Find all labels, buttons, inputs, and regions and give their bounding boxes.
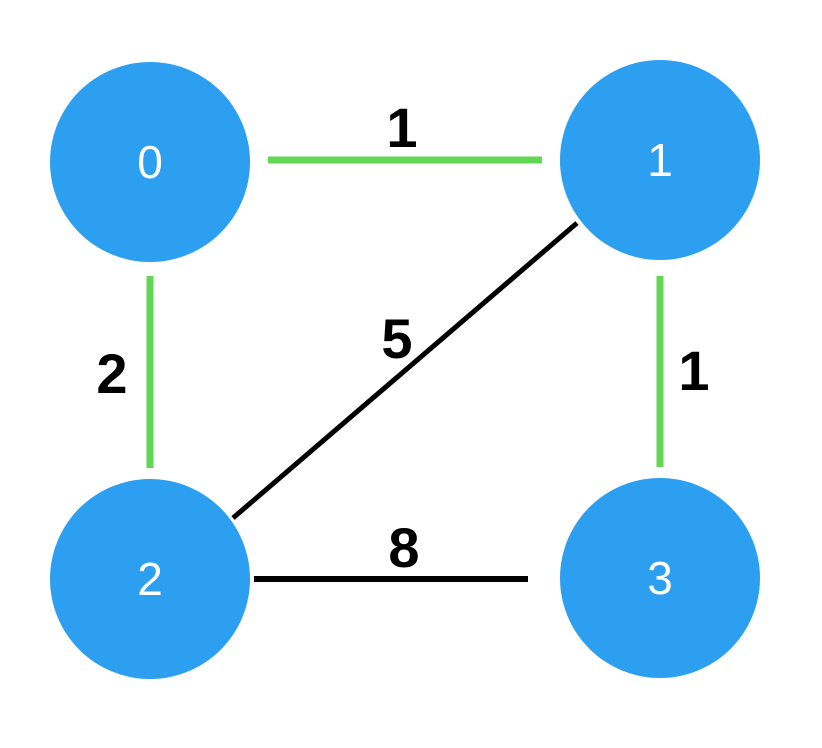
graph-node-label-1: 1	[647, 134, 673, 186]
edge-weight-0-2: 2	[96, 342, 127, 405]
graph-node-label-0: 0	[137, 136, 163, 188]
edge-1-2	[231, 221, 579, 520]
graph-node-label-3: 3	[647, 552, 673, 604]
edge-weight-1-2: 5	[381, 307, 412, 370]
graph-node-label-2: 2	[137, 553, 163, 605]
edge-weight-1-3: 1	[678, 339, 709, 402]
graph-node-0	[50, 62, 250, 262]
graph-node-3	[560, 478, 760, 678]
graph-node-1	[560, 60, 760, 260]
graph-node-2	[50, 479, 250, 679]
edge-weight-0-1: 1	[386, 96, 417, 159]
edge-weight-2-3: 8	[388, 516, 419, 579]
